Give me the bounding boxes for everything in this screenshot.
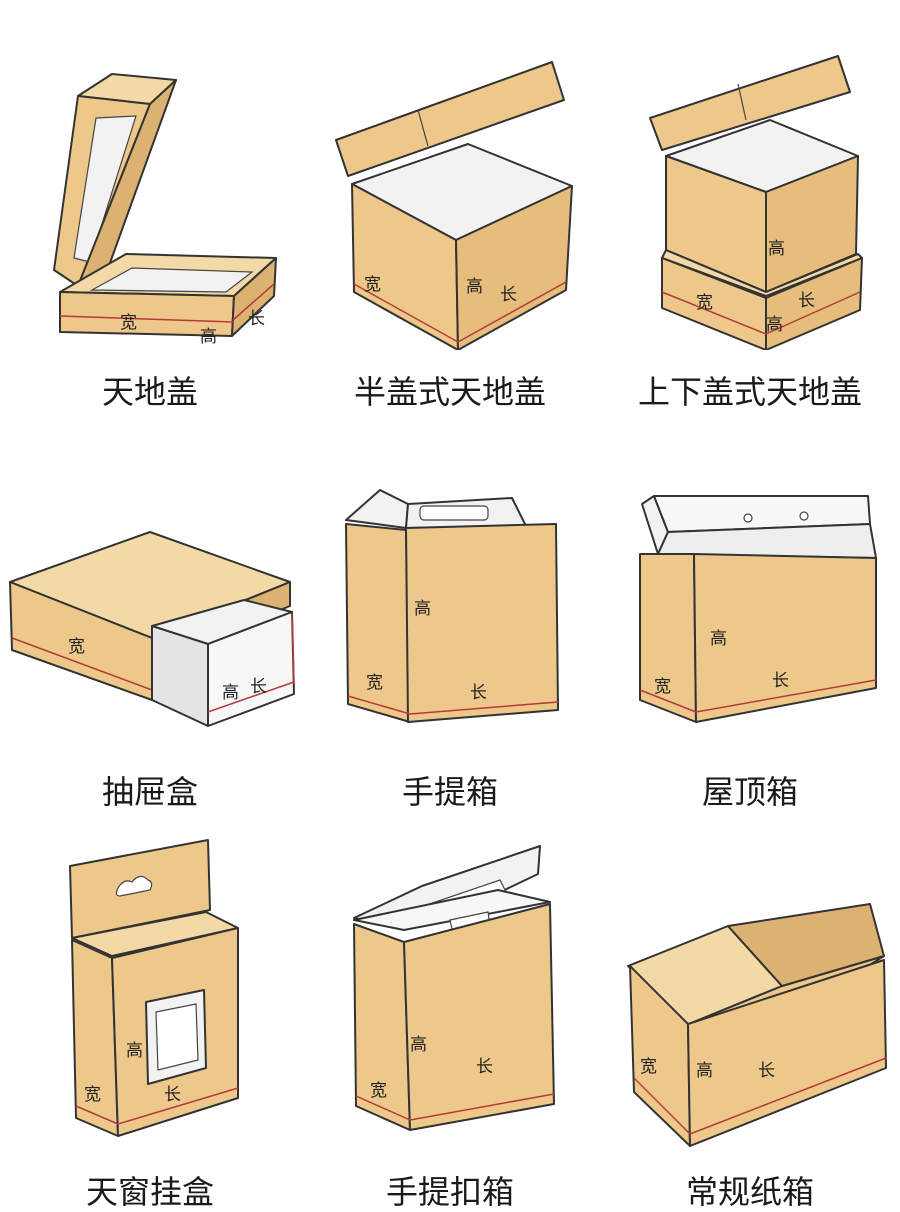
length-label: 长: [164, 1085, 181, 1105]
box-cell-carry-handle: 高 宽 长 手提箱: [300, 400, 600, 811]
carry-handle-box-icon: 高 宽 长: [345, 489, 559, 723]
box-name: 上下盖式天地盖: [637, 373, 862, 411]
length-label: 长: [476, 1057, 493, 1077]
half-lid-box-icon: 宽 高 长: [335, 61, 573, 350]
length-label: 长: [758, 1061, 775, 1081]
window-hanging-box-icon: 高 宽 长: [69, 839, 239, 1137]
box-name: 常规纸箱: [685, 1173, 814, 1211]
box-name: 天地盖: [101, 373, 198, 411]
height-label: 高: [222, 683, 239, 703]
width-label: 宽: [84, 1085, 101, 1105]
box-cell-lid-and-base: 宽 高 长 天地盖: [0, 0, 300, 411]
length-label: 长: [772, 671, 789, 691]
roof-box-icon: 高 宽 长: [639, 495, 877, 723]
box-cell-roof: 高 宽 长 屋顶箱: [600, 400, 900, 811]
height-label: 高: [696, 1061, 713, 1081]
length-label: 长: [250, 677, 267, 697]
width-label: 宽: [364, 275, 381, 295]
length-label: 长: [248, 309, 265, 329]
box-name: 抽屉盒: [101, 773, 198, 811]
box-name: 手提箱: [401, 773, 498, 811]
box-cell-carry-lock: 高 宽 长 手提扣箱: [300, 800, 600, 1211]
width-label: 宽: [654, 677, 671, 697]
width-label: 宽: [696, 293, 713, 313]
width-label: 宽: [366, 673, 383, 693]
height-label: 高: [768, 239, 785, 259]
height-label: 高: [200, 327, 217, 347]
carry-lock-box-icon: 高 宽 长: [353, 845, 555, 1131]
length-label: 长: [470, 683, 487, 703]
width-label: 宽: [120, 313, 137, 333]
box-name: 手提扣箱: [385, 1173, 514, 1211]
height-label: 高: [126, 1041, 143, 1061]
box-name: 天窗挂盒: [85, 1173, 214, 1211]
box-cell-window-hanging: 高 宽 长 天窗挂盒: [0, 800, 300, 1211]
height-label: 高: [414, 599, 431, 619]
box-cell-top-bottom-lid: 高 宽 高 长 上下盖式天地盖: [600, 0, 900, 411]
width-label: 宽: [68, 637, 85, 657]
box-cell-regular-carton: 宽 高 长 常规纸箱: [600, 800, 900, 1211]
height-label: 高: [710, 629, 727, 649]
length-label: 长: [500, 285, 517, 305]
height-label: 高: [410, 1035, 427, 1055]
width-label: 宽: [370, 1081, 387, 1101]
drawer-box-icon: 宽 高 长: [9, 531, 295, 727]
top-bottom-lid-box-icon: 高 宽 高 长: [649, 55, 863, 350]
box-name: 半盖式天地盖: [353, 373, 546, 411]
box-cell-half-lid: 宽 高 长 半盖式天地盖: [300, 0, 600, 411]
regular-carton-icon: 宽 高 长: [627, 903, 887, 1147]
box-cell-drawer: 宽 高 长 抽屉盒: [0, 400, 300, 811]
lid-and-base-box-icon: 宽 高 长: [53, 73, 277, 347]
height-label-2: 高: [766, 315, 783, 335]
length-label: 长: [798, 291, 815, 311]
width-label: 宽: [640, 1057, 657, 1077]
height-label: 高: [466, 277, 483, 297]
box-name: 屋顶箱: [701, 773, 798, 811]
